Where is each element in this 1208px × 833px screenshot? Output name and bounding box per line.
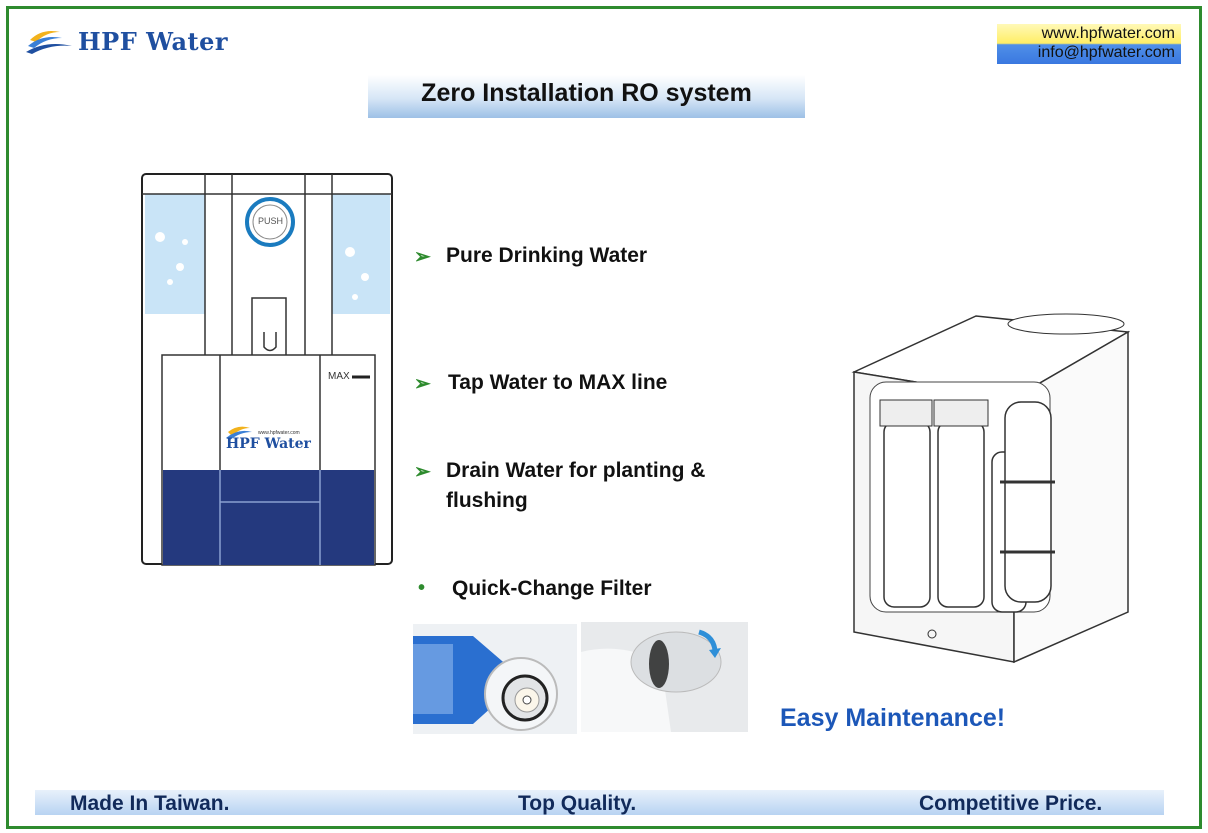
feature-drain-water-line2: flushing (446, 489, 528, 512)
dispenser-illustration (141, 173, 393, 566)
made-in-taiwan-text: Made In Taiwan. (70, 792, 230, 815)
title-bar: Zero Installation RO system (368, 75, 805, 118)
feature-drain-water: Drain Water for planting & (446, 459, 706, 482)
logo-text: HPF Water (78, 26, 229, 56)
page-frame (6, 6, 1202, 829)
logo: HPF Water (26, 26, 228, 56)
feature-tap-water: Tap Water to MAX line (448, 371, 668, 394)
easy-maintenance-text: Easy Maintenance! (780, 704, 1006, 732)
website-text[interactable]: www.hpfwater.com (1041, 25, 1175, 42)
bottom-bar: Made In Taiwan. Top Quality. Competitive… (35, 790, 1164, 815)
dot-bullet-icon: • (418, 577, 426, 599)
max-label: MAX (328, 371, 350, 382)
small-site-text: www.hpfwater.com (258, 430, 300, 436)
arrow-bullet-icon: ➢ (414, 373, 431, 395)
wave-logo-icon (26, 31, 72, 54)
email-text[interactable]: info@hpfwater.com (1037, 44, 1175, 61)
filter-photo-left (413, 624, 577, 734)
filter-photo-right (581, 622, 748, 732)
feature-pure-drinking-water: Pure Drinking Water (446, 244, 648, 267)
small-logo-text: HPF Water (226, 436, 311, 452)
arrow-bullet-icon: ➢ (414, 246, 431, 268)
top-quality-text: Top Quality. (518, 792, 637, 815)
competitive-price-text: Competitive Price. (919, 792, 1103, 815)
page-title: Zero Installation RO system (421, 79, 752, 107)
arrow-bullet-icon: ➢ (414, 461, 431, 483)
push-button: PUSH (258, 216, 284, 226)
contact-box: www.hpfwater.com info@hpfwater.com (997, 24, 1181, 64)
feature-quick-change-filter: Quick-Change Filter (452, 577, 652, 600)
ro-system-illustration (851, 313, 1130, 664)
